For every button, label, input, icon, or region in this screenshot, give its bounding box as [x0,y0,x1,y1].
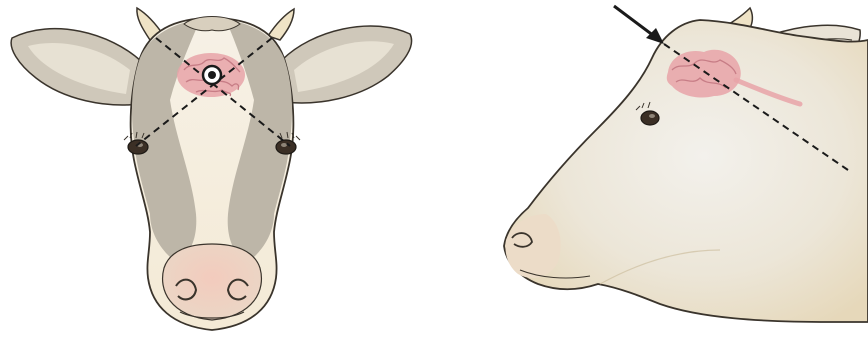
side-view-cow-head [504,6,868,322]
muzzle [163,244,262,320]
arrow-icon [614,6,664,44]
right-horn [268,9,294,40]
target-point-icon [203,66,221,84]
front-view-cow-head [11,8,411,330]
